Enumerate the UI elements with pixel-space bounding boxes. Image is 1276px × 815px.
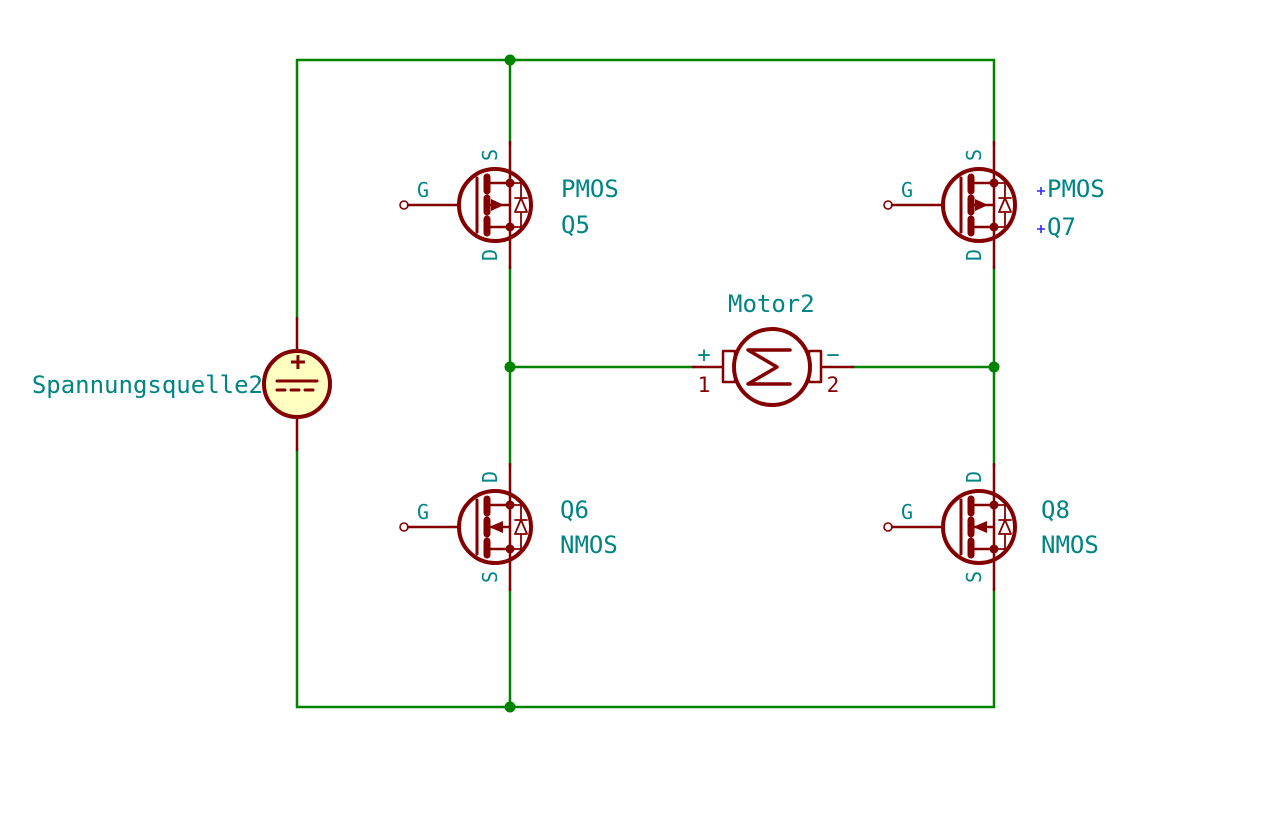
motor-label[interactable]: Motor2 <box>728 290 815 318</box>
internal-dot <box>505 222 515 232</box>
junction-dot[interactable] <box>504 361 516 373</box>
reference-field[interactable]: Q8 <box>1041 496 1070 524</box>
internal-dot <box>989 178 999 188</box>
body-diode <box>509 182 528 228</box>
internal-dot <box>989 544 999 554</box>
pin-name-bottom: D <box>478 249 502 261</box>
body-diode <box>993 504 1012 550</box>
pin-name-top: D <box>962 471 986 483</box>
motor-body-circle[interactable] <box>732 327 812 407</box>
motor-pin1-number: 1 <box>698 373 711 397</box>
internal-dot <box>505 500 515 510</box>
pin-name-top: D <box>478 471 502 483</box>
motor-symbol[interactable]: Motor2 + 1 − 2 <box>691 290 855 407</box>
motor-pin2-name: − <box>826 343 839 368</box>
transistor-q5-pmos[interactable]: G S D PMOS Q5 <box>399 140 619 270</box>
value-field[interactable]: PMOS <box>561 175 619 203</box>
pmos-arrow <box>491 199 504 211</box>
voltage-source-body[interactable] <box>262 349 332 419</box>
voltage-source-symbol[interactable]: + Spannungsquelle2 <box>32 316 332 452</box>
pin-name-top: S <box>478 149 502 161</box>
internal-dot <box>505 544 515 554</box>
internal-dot <box>989 222 999 232</box>
voltage-source-label[interactable]: Spannungsquelle2 <box>32 371 263 399</box>
internal-dot <box>989 500 999 510</box>
pin-name-bottom: S <box>962 571 986 583</box>
junction-dot[interactable] <box>504 701 516 713</box>
pin-name-bottom: S <box>478 571 502 583</box>
pin-name-top: S <box>962 149 986 161</box>
voltage-source-plus-mark: + <box>290 347 306 377</box>
pmos-arrow <box>975 199 988 211</box>
value-field[interactable]: PMOS <box>1047 175 1105 203</box>
body-diode <box>993 182 1012 228</box>
field-anchor-cross <box>1037 225 1045 233</box>
motor-pin2-number: 2 <box>827 373 840 397</box>
pin-name-gate: G <box>417 178 429 202</box>
pin-name-gate: G <box>901 178 913 202</box>
transistor-q7-pmos[interactable]: G S D PMOS Q7 <box>883 140 1105 270</box>
pin-name-gate: G <box>417 500 429 524</box>
value-field[interactable]: NMOS <box>560 531 618 559</box>
motor-pin1-name: + <box>697 343 710 368</box>
nmos-arrow <box>489 521 503 533</box>
pin-name-gate: G <box>901 500 913 524</box>
transistor-q6-nmos[interactable]: G D S Q6 NMOS <box>399 462 618 592</box>
transistor-q8-nmos[interactable]: G D S Q8 NMOS <box>883 462 1099 592</box>
junction-dot[interactable] <box>504 54 516 66</box>
reference-field[interactable]: Q6 <box>560 496 589 524</box>
wires[interactable] <box>295 58 996 709</box>
pin-name-bottom: D <box>962 249 986 261</box>
motor-sigma-glyph <box>746 348 792 386</box>
reference-field[interactable]: Q5 <box>561 211 590 239</box>
reference-field[interactable]: Q7 <box>1047 213 1076 241</box>
internal-dot <box>505 178 515 188</box>
body-diode <box>509 504 528 550</box>
junction-dot[interactable] <box>988 361 1000 373</box>
value-field[interactable]: NMOS <box>1041 531 1099 559</box>
field-anchor-cross <box>1037 187 1045 195</box>
nmos-arrow <box>973 521 987 533</box>
